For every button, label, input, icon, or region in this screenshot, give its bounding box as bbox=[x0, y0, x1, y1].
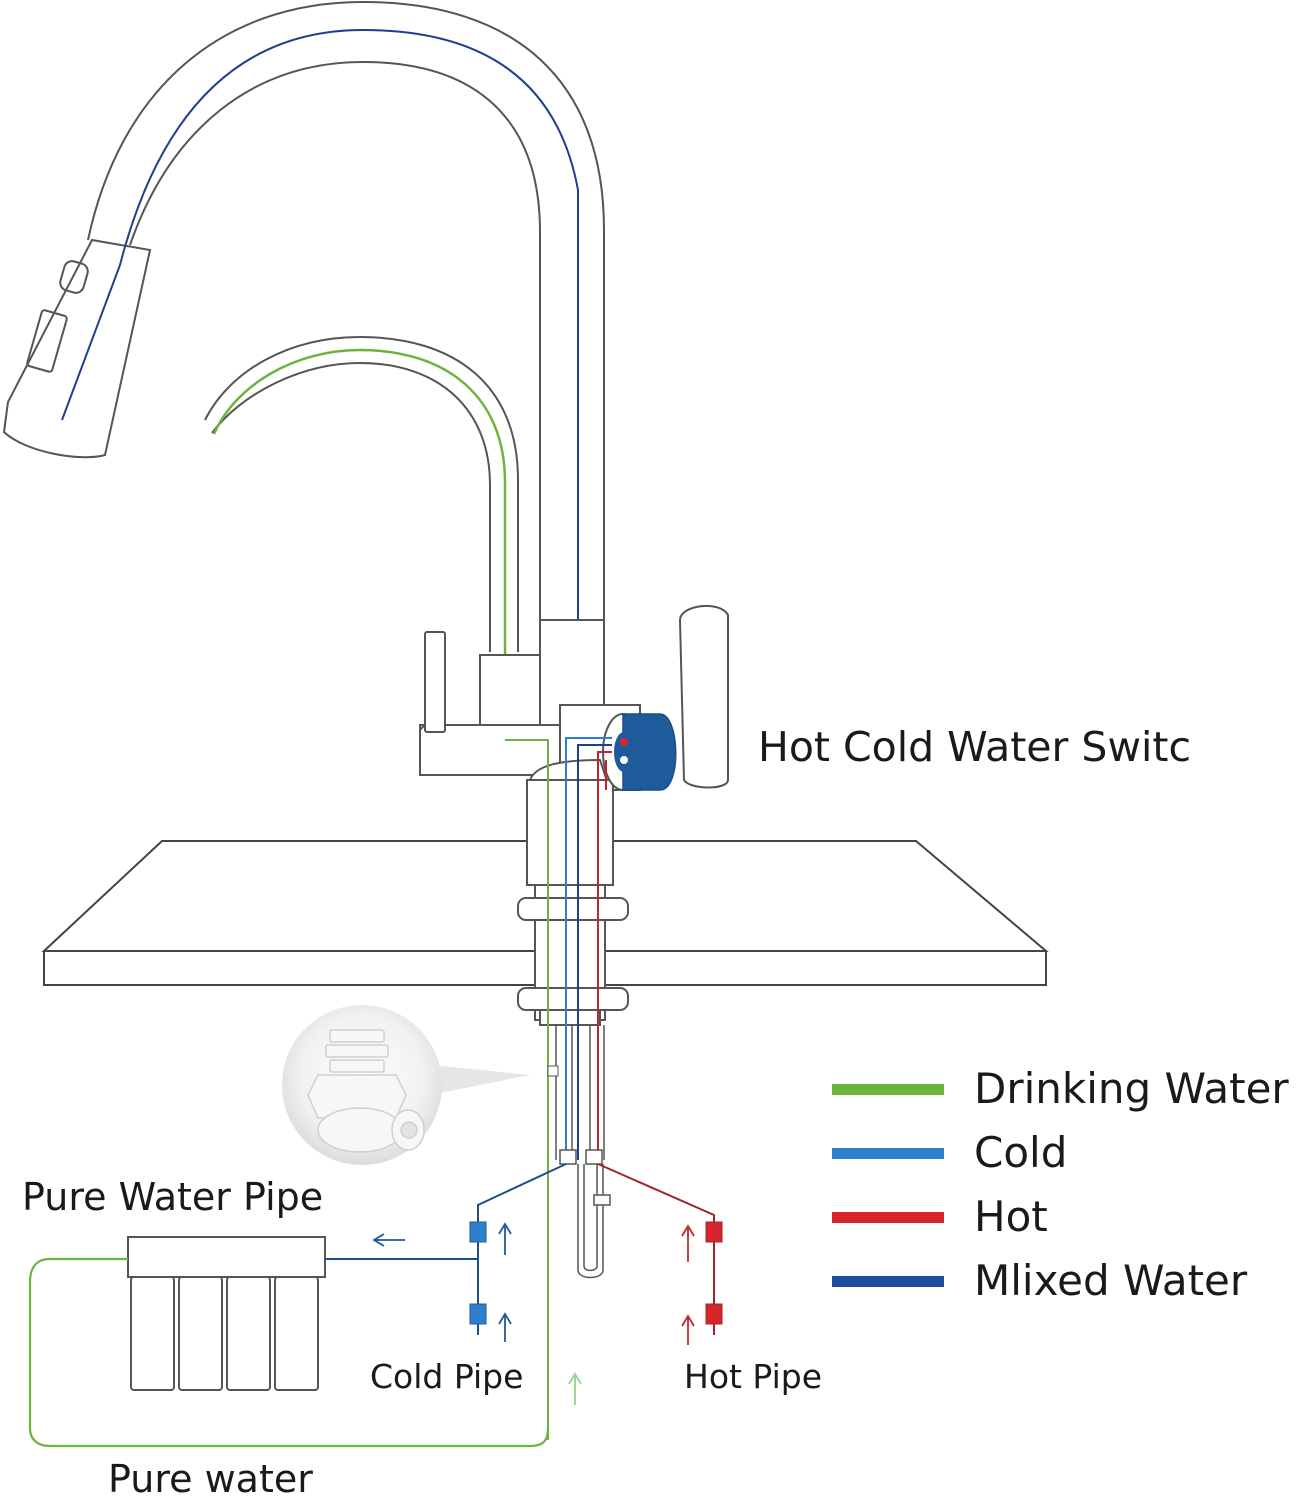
hot-cold-switch-label: Hot Cold Water Switc bbox=[758, 723, 1191, 771]
cold-line-body bbox=[565, 737, 612, 1160]
legend-label: Drinking Water bbox=[974, 1064, 1289, 1113]
mixed-water-line-spout bbox=[61, 28, 579, 745]
legend-label: Mlixed Water bbox=[974, 1256, 1248, 1305]
cold-water-branch bbox=[325, 1163, 567, 1335]
legend-label: Cold bbox=[974, 1128, 1068, 1177]
hot-pipe-label: Hot Pipe bbox=[684, 1357, 823, 1396]
hot-valves bbox=[705, 1221, 723, 1325]
pure-water-flow-arrow bbox=[568, 1372, 582, 1405]
drinking-water-line-spout bbox=[212, 348, 507, 740]
cold-valves bbox=[469, 1221, 487, 1325]
hot-water-branch bbox=[597, 1163, 715, 1335]
pure-water-pipe-label: Pure Water Pipe bbox=[22, 1175, 324, 1219]
push-fit-fitting-icon bbox=[307, 1029, 425, 1153]
hot-cold-switch bbox=[602, 713, 677, 791]
legend-swatch-hot bbox=[832, 1211, 944, 1223]
hot-flow-arrows bbox=[681, 1224, 695, 1345]
legend-label: Hot bbox=[974, 1192, 1048, 1241]
legend-item-mixed-water: Mlixed Water bbox=[832, 1260, 1247, 1302]
legend-item-cold: Cold bbox=[832, 1132, 1067, 1174]
hot-line-body bbox=[597, 751, 612, 1160]
legend-swatch-cold bbox=[832, 1147, 944, 1159]
cold-pipe-label: Cold Pipe bbox=[370, 1357, 524, 1396]
legend-swatch-mixed-water bbox=[832, 1275, 944, 1287]
faucet-spout bbox=[2, 0, 605, 625]
pure-water-label: Pure water bbox=[108, 1457, 313, 1501]
legend-item-drinking-water: Drinking Water bbox=[832, 1068, 1289, 1110]
under-sink-hoses bbox=[555, 1025, 611, 1279]
drinking-spout bbox=[204, 335, 519, 652]
mounting-shank bbox=[517, 884, 629, 1026]
mixed-line-body bbox=[577, 744, 612, 1160]
cold-flow-arrows bbox=[372, 1222, 512, 1342]
pure-water-loop bbox=[28, 1257, 550, 1448]
drinking-water-line-body bbox=[505, 739, 549, 1440]
legend-swatch-drinking-water bbox=[832, 1083, 944, 1095]
legend-item-hot: Hot bbox=[832, 1196, 1048, 1238]
fitting-callout bbox=[282, 1005, 559, 1165]
water-filter-unit bbox=[127, 1236, 326, 1391]
